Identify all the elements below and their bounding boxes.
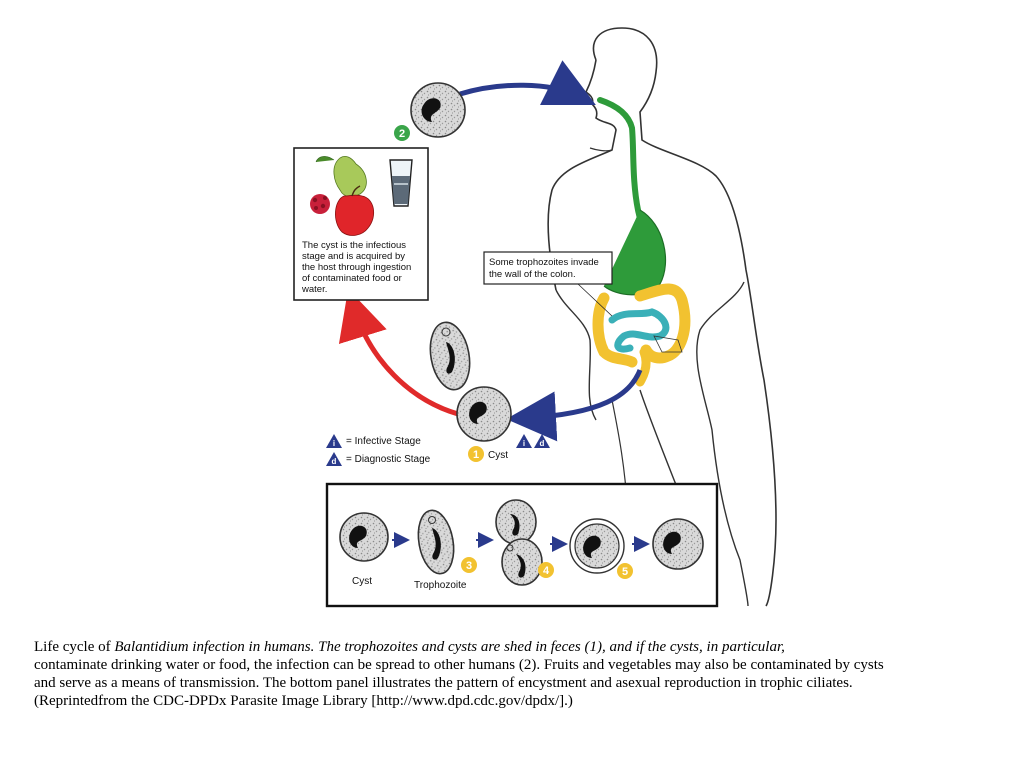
panel-dividing-trophozoites	[495, 499, 543, 586]
panel-trophozoite	[417, 509, 455, 575]
apple-icon	[335, 185, 375, 236]
encystment-panel: Cyst Trophozoite 3 4 5	[325, 482, 719, 608]
cyst-ingested	[410, 82, 466, 138]
panel-cyst-label: Cyst	[352, 576, 372, 587]
panel-encysting	[569, 518, 625, 574]
step-1-number: 1	[473, 449, 479, 461]
legend: i = Infective Stage d = Diagnostic Stage	[326, 434, 431, 466]
diagnostic-marker: d	[534, 434, 550, 448]
panel-mature-cyst	[652, 518, 704, 570]
svg-text:i: i	[523, 439, 525, 448]
figure-caption: Life cycle of Balantidium infection in h…	[34, 638, 1014, 710]
caption-line-1: Life cycle of Balantidium infection in h…	[34, 639, 785, 655]
step-4-number: 4	[543, 565, 550, 577]
legend-infective-symbol: i	[333, 439, 335, 448]
panel-cyst	[339, 512, 389, 562]
legend-diagnostic-label: = Diagnostic Stage	[346, 454, 431, 465]
infective-marker: i	[516, 434, 532, 448]
step-2-number: 2	[399, 128, 405, 140]
digestive-tract	[592, 97, 691, 387]
ingestion-arrow	[459, 60, 596, 105]
cyst-label: Cyst	[488, 450, 508, 461]
step-5-number: 5	[622, 566, 628, 578]
step-3-number: 3	[466, 560, 472, 572]
raspberry-icon	[310, 194, 330, 214]
water-glass-icon	[389, 159, 413, 207]
trophozoite-shed	[429, 321, 471, 391]
svg-text:Some trophozoites invade: Some trophozoites invade the wall of the…	[489, 257, 601, 280]
cyst-shed	[456, 386, 512, 442]
panel-trophozoite-label: Trophozoite	[414, 580, 467, 591]
life-cycle-diagram: 2 The cyst is the infectious stage and i…	[293, 27, 777, 608]
excretion-arrow	[506, 369, 643, 442]
legend-diagnostic-symbol: d	[332, 457, 337, 466]
colon-note: Some trophozoites invade the wall of the…	[483, 251, 613, 317]
caption-line-2: contaminate drinking water or food, the …	[34, 657, 884, 673]
infection-box-text: The cyst is the infectious stage and is …	[301, 240, 414, 295]
svg-text:d: d	[540, 439, 545, 448]
caption-line-4: (Reprintedfrom the CDC-DPDx Parasite Ima…	[34, 693, 573, 709]
caption-line-3: and serve as a means of transmission. Th…	[34, 675, 853, 691]
colon	[592, 283, 691, 368]
legend-infective-label: = Infective Stage	[346, 436, 421, 447]
infection-box: The cyst is the infectious stage and is …	[293, 147, 429, 301]
contamination-arrow	[338, 288, 459, 417]
